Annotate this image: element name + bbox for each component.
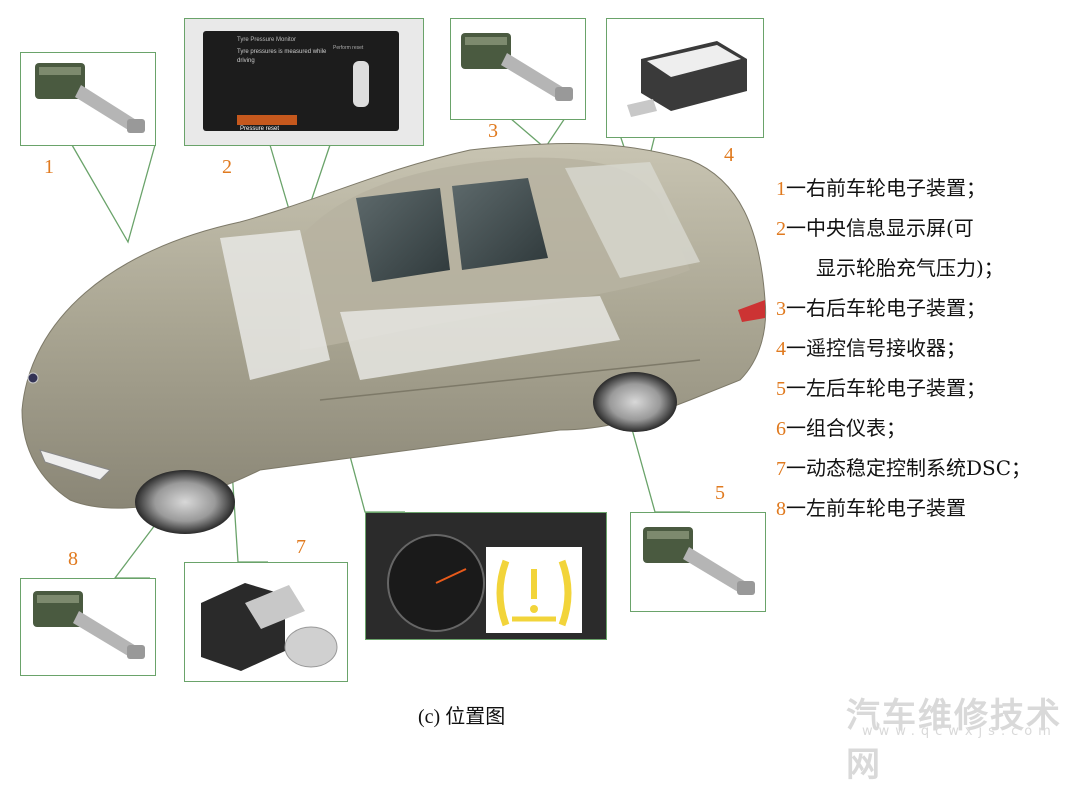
legend-item-2-cont: 显示轮胎充气压力)； xyxy=(816,256,1004,280)
callout-number-7: 7 xyxy=(296,536,306,558)
callout-number-5: 5 xyxy=(715,482,725,504)
callout-number-3: 3 xyxy=(488,120,498,142)
tire-sensor-icon xyxy=(461,33,573,101)
callout-number-2: 2 xyxy=(222,156,232,178)
callout-number-4: 4 xyxy=(724,144,734,166)
diagram-canvas: Tyre Pressure Monitor Tyre pressures is … xyxy=(20,18,1076,785)
screen-reset-label: Pressure reset xyxy=(240,126,280,132)
legend-item-1: 1一右前车轮电子装置； xyxy=(776,176,986,200)
car-illustration xyxy=(21,142,767,534)
sensor-box-1 xyxy=(20,52,156,146)
legend-item-3: 3一右后车轮电子装置； xyxy=(776,296,986,320)
instrument-cluster xyxy=(366,513,606,639)
watermark-url: www.qcwxjs.com xyxy=(862,724,1057,739)
legend: 1一右前车轮电子装置； 2一中央信息显示屏(可 显示轮胎充气压力)； 3一右后车… xyxy=(776,168,1076,528)
legend-item-8: 8一左前车轮电子装置 xyxy=(776,496,966,520)
screen-line2: driving xyxy=(237,58,255,64)
dsc-module-icon xyxy=(201,583,338,671)
display-box-2: Tyre Pressure Monitor Tyre pressures is … xyxy=(184,18,424,146)
callout-line-1 xyxy=(71,144,156,244)
sensor-box-5 xyxy=(630,512,766,612)
central-display: Tyre Pressure Monitor Tyre pressures is … xyxy=(203,31,399,132)
windshield xyxy=(220,230,330,380)
headlight xyxy=(39,449,111,481)
sunroof-front xyxy=(356,188,450,282)
bmw-logo xyxy=(27,372,39,384)
front-left-wheel xyxy=(135,470,235,534)
rear-window xyxy=(565,162,700,278)
rear-left-wheel xyxy=(593,372,677,432)
tire-sensor-icon xyxy=(35,63,145,133)
door-line xyxy=(319,359,701,401)
legend-item-6: 6一组合仪表； xyxy=(776,416,906,440)
screen-line1: Tyre pressures is measured while xyxy=(237,49,327,55)
sunroof-rear xyxy=(452,178,548,270)
dsc-box-7 xyxy=(184,562,348,682)
side-window xyxy=(340,296,620,380)
legend-item-4: 4一遥控信号接收器； xyxy=(776,336,966,360)
callout-number-1: 1 xyxy=(44,156,54,178)
legend-item-7: 7一动态稳定控制系统DSC； xyxy=(776,456,1032,480)
sensor-box-3 xyxy=(450,18,586,120)
tire-pressure-warning-icon xyxy=(496,559,572,627)
screen-side-label: Perform reset xyxy=(333,45,364,51)
legend-item-5: 5一左后车轮电子装置； xyxy=(776,376,986,400)
sensor-box-8 xyxy=(20,578,156,676)
figure-caption: (c) 位置图 xyxy=(418,706,506,728)
receiver-module-icon xyxy=(627,41,747,117)
legend-item-2: 2一中央信息显示屏(可 xyxy=(776,216,974,240)
tire-sensor-icon xyxy=(33,591,145,659)
screen-reset-bar: Pressure reset xyxy=(237,115,297,132)
callout-number-8: 8 xyxy=(68,548,78,570)
cluster-box-6 xyxy=(365,512,607,640)
tire-sensor-icon xyxy=(643,527,755,595)
receiver-box-4 xyxy=(606,18,764,138)
screen-car-icon xyxy=(353,61,369,107)
screen-title: Tyre Pressure Monitor xyxy=(237,37,297,43)
rear-light xyxy=(738,300,765,322)
